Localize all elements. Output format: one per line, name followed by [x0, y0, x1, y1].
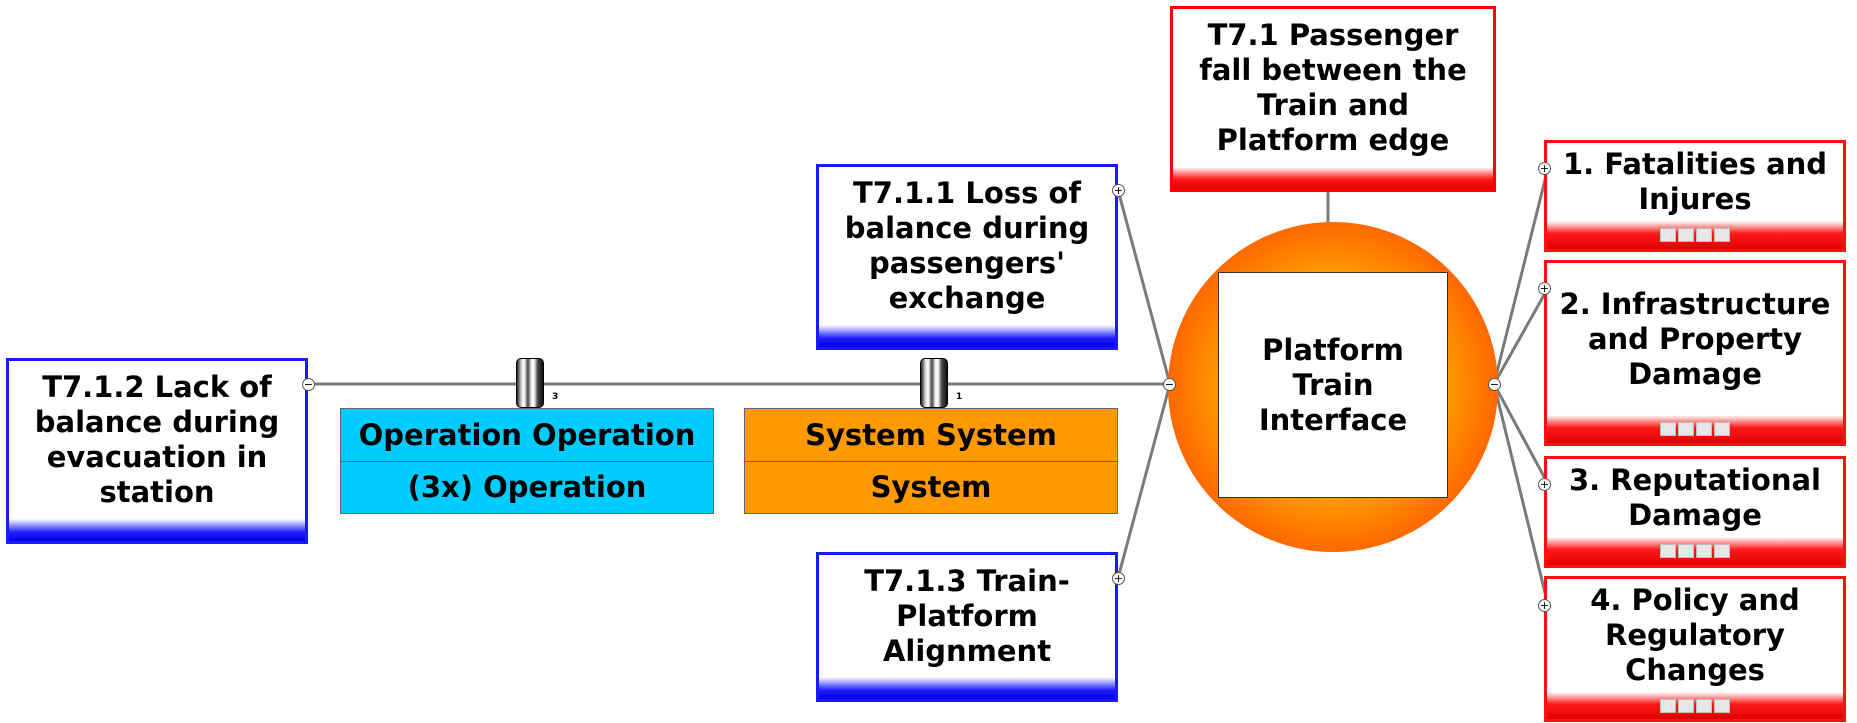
consequence-label: 3. Reputational Damage	[1568, 463, 1821, 532]
link-threat1-topevent	[1116, 189, 1172, 385]
barrier-line-1: Operation Operation	[358, 417, 696, 452]
barrier-cylinder-1[interactable]	[516, 358, 544, 408]
consequence-strip	[1547, 537, 1843, 565]
link-topevent-cons1	[1492, 167, 1550, 385]
threat-box-2[interactable]: T7.1.2 Lack of balance during evacuation…	[6, 358, 308, 544]
collapse-toggle-icon[interactable]: −	[302, 378, 315, 391]
consequence-box-3[interactable]: 3. Reputational Damage	[1544, 456, 1846, 568]
expand-toggle-icon[interactable]: +	[1538, 599, 1551, 612]
consequence-label: 1. Fatalities and Injures	[1562, 147, 1828, 216]
hazard-box[interactable]: T7.1 Passenger fall between the Train an…	[1170, 6, 1496, 192]
collapse-toggle-icon[interactable]: −	[1163, 378, 1176, 391]
link-topevent-cons3	[1492, 383, 1550, 485]
threat-strip	[819, 677, 1115, 699]
expand-toggle-icon[interactable]: +	[1112, 572, 1125, 585]
threat-box-1[interactable]: T7.1.1 Loss of balance during passengers…	[816, 164, 1118, 350]
barrier-count-1: 3	[552, 392, 559, 402]
consequence-label: 4. Policy and Regulatory Changes	[1590, 583, 1800, 687]
consequence-box-1[interactable]: 1. Fatalities and Injures	[1544, 140, 1846, 252]
expand-toggle-icon[interactable]: +	[1112, 184, 1125, 197]
barrier-box-2[interactable]: System System System	[744, 408, 1118, 514]
expand-toggle-icon[interactable]: +	[1538, 478, 1551, 491]
collapse-toggle-icon[interactable]: −	[1488, 378, 1501, 391]
expand-toggle-icon[interactable]: +	[1538, 162, 1551, 175]
consequence-box-2[interactable]: 2. Infrastructure and Property Damage	[1544, 260, 1846, 446]
consequence-label: 2. Infrastructure and Property Damage	[1559, 286, 1831, 391]
barrier-count-2: 1	[956, 392, 963, 402]
threat-label: T7.1.3 Train-Platform Alignment	[864, 563, 1070, 668]
link-topevent-cons4	[1492, 383, 1550, 606]
hazard-label: T7.1 Passenger fall between the Train an…	[1199, 18, 1467, 157]
threat-label: T7.1.1 Loss of balance during passengers…	[844, 176, 1090, 315]
consequence-strip	[1547, 221, 1843, 249]
barrier-cylinder-2[interactable]	[920, 358, 948, 408]
top-event-label: Platform Train Interface	[1218, 272, 1448, 498]
barrier-line-2: (3x) Operation	[341, 460, 713, 514]
link-threat3-topevent	[1116, 383, 1172, 579]
hazard-strip	[1173, 167, 1493, 189]
threat-label: T7.1.2 Lack of balance during evacuation…	[34, 370, 280, 509]
consequence-strip	[1547, 692, 1843, 719]
barrier-box-1[interactable]: Operation Operation (3x) Operation	[340, 408, 714, 514]
threat-strip	[819, 325, 1115, 347]
expand-toggle-icon[interactable]: +	[1538, 282, 1551, 295]
barrier-line-1: System System	[805, 417, 1057, 452]
barrier-line-2: System	[745, 460, 1117, 514]
threat-box-3[interactable]: T7.1.3 Train-Platform Alignment	[816, 552, 1118, 702]
link-topevent-cons2	[1492, 287, 1550, 385]
consequence-box-4[interactable]: 4. Policy and Regulatory Changes	[1544, 576, 1846, 722]
threat-strip	[9, 519, 305, 541]
consequence-strip	[1547, 415, 1843, 443]
